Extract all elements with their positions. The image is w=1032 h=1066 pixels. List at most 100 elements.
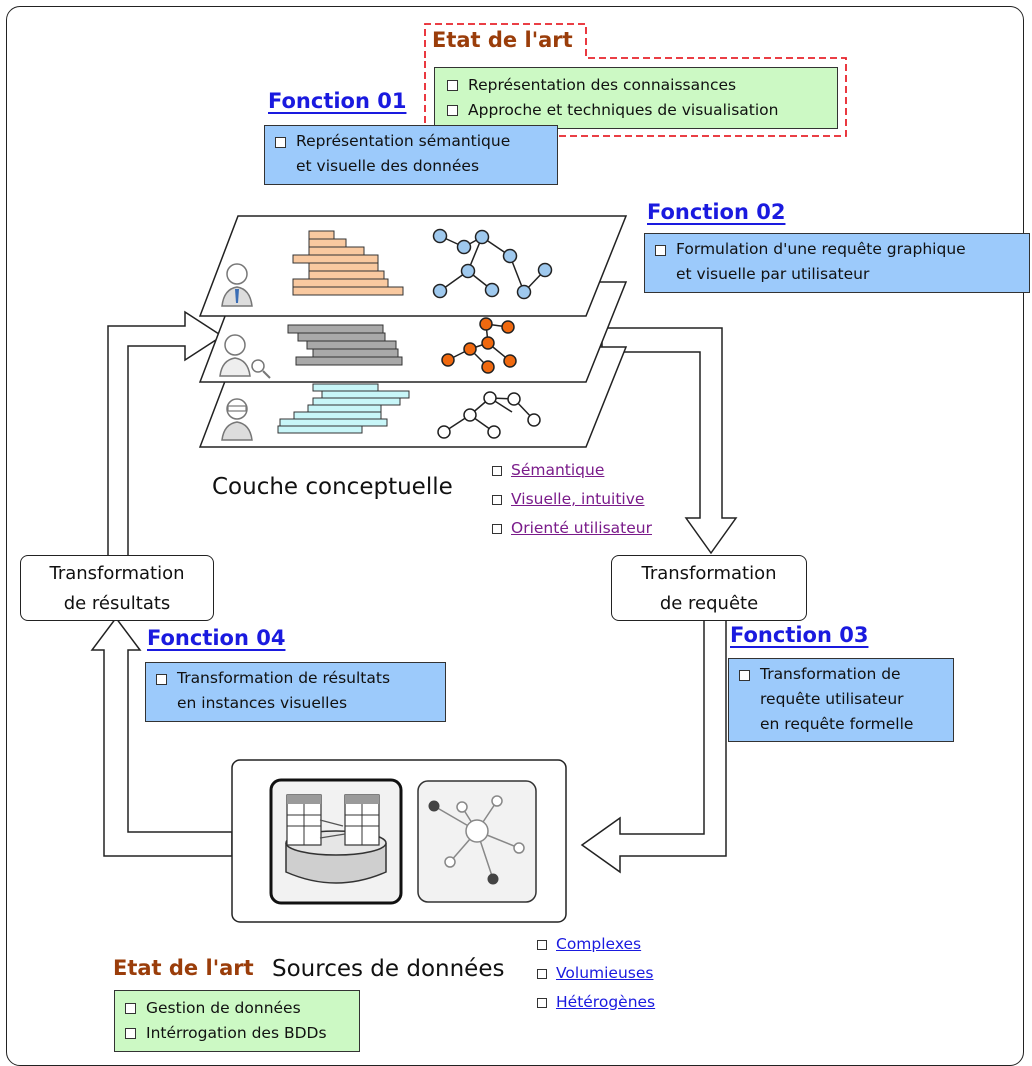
fonction-01-title: Fonction 01 — [268, 89, 407, 113]
transformation-resultats-line: de résultats — [63, 593, 171, 614]
analyst-icon — [219, 334, 271, 379]
transformation-resultats-line: Transformation — [49, 563, 185, 584]
bar-glyph — [292, 278, 389, 288]
etat-top-box: Représentation des connaissances Approch… — [434, 67, 838, 129]
couche-prop: Sémantique — [492, 456, 652, 485]
checkbox-icon — [537, 939, 547, 950]
layer-3-graph — [437, 391, 541, 439]
bar-glyph — [292, 254, 379, 264]
layer-1-graph — [432, 228, 553, 300]
arrow-to-query-transform — [601, 327, 738, 555]
bar-glyph — [308, 270, 385, 280]
layer-2-graph — [441, 317, 517, 374]
bar-glyph — [277, 425, 363, 434]
checkbox-icon — [739, 670, 750, 681]
layer-1 — [198, 215, 628, 317]
fonction-01-line: Représentation sémantique — [296, 132, 511, 150]
fonction-01-line: et visuelle des données — [296, 157, 480, 175]
checkbox-icon — [492, 494, 502, 505]
checkbox-icon — [447, 105, 458, 116]
checkbox-icon — [537, 997, 547, 1008]
database-icon — [269, 778, 403, 905]
fonction-02-item: Formulation d'une requête graphique et vi… — [655, 237, 1021, 287]
bar-glyph — [306, 340, 397, 350]
layer-2-bars — [287, 324, 403, 366]
etat-bottom-item: Gestion de données — [125, 996, 349, 1021]
etat-top-item-label: Représentation des connaissances — [468, 76, 737, 94]
fonction-04-title: Fonction 04 — [147, 626, 286, 650]
sources-prop-link[interactable]: Complexes — [556, 935, 642, 953]
checkbox-icon — [447, 80, 458, 91]
checkbox-icon — [537, 968, 547, 979]
transformation-requete-line: Transformation — [641, 563, 777, 584]
bar-glyph — [321, 390, 410, 399]
fonction-03-item: Transformation de requête utilisateur en r… — [739, 662, 945, 737]
fonction-01-item: Représentation sémantique et visuelle des… — [275, 129, 549, 179]
couche-props-list: Sémantique Visuelle, intuitive Orienté u… — [492, 456, 652, 543]
etat-bottom-title: Etat de l'art — [113, 956, 254, 980]
checkbox-icon — [125, 1003, 136, 1014]
bar-glyph — [312, 348, 399, 358]
etat-top-item: Approche et techniques de visualisation — [447, 98, 827, 123]
fonction-03-line: Transformation de — [760, 665, 901, 683]
checkbox-icon — [125, 1028, 136, 1039]
sources-prop: Volumieuses — [537, 959, 655, 988]
sources-prop: Complexes — [537, 930, 655, 959]
data-source-panel — [231, 759, 567, 923]
fonction-03-line: requête utilisateur — [760, 690, 904, 708]
bar-glyph — [312, 383, 379, 392]
fonction-04-box: Transformation de résultats en instances … — [145, 662, 446, 722]
fonction-01-box: Représentation sémantique et visuelle des… — [264, 125, 558, 185]
bar-glyph — [308, 238, 347, 248]
fonction-04-line: en instances visuelles — [177, 694, 348, 712]
fonction-04-line: Transformation de résultats — [177, 669, 391, 687]
transformation-requete-box: Transformation de requête — [611, 555, 807, 621]
fonction-02-line: et visuelle par utilisateur — [676, 265, 870, 283]
user-icon — [221, 263, 253, 307]
couche-prop: Orienté utilisateur — [492, 514, 652, 543]
graph-network-icon — [417, 780, 537, 903]
fonction-04-item: Transformation de résultats en instances … — [156, 666, 437, 716]
bar-glyph — [295, 356, 403, 366]
sources-prop-link[interactable]: Hétérogènes — [556, 993, 656, 1011]
couche-conceptuelle-label: Couche conceptuelle — [212, 474, 453, 500]
transformation-requete-line: de requête — [659, 593, 759, 614]
checkbox-icon — [492, 465, 502, 476]
etat-bottom-box: Gestion de données Intérrogation des BDD… — [114, 990, 360, 1052]
sources-props-list: Complexes Volumieuses Hétérogènes — [537, 930, 655, 1017]
bar-glyph — [312, 397, 401, 406]
arrow-to-layers — [107, 310, 224, 557]
bar-glyph — [279, 418, 388, 427]
checkbox-icon — [156, 674, 167, 685]
sources-prop-link[interactable]: Volumieuses — [556, 964, 654, 982]
fonction-03-line: en requête formelle — [760, 715, 914, 733]
developer-icon — [221, 398, 253, 441]
couche-prop-link[interactable]: Visuelle, intuitive — [511, 490, 645, 508]
couche-prop-link[interactable]: Orienté utilisateur — [511, 519, 652, 537]
etat-bottom-item-label: Gestion de données — [146, 999, 301, 1017]
couche-prop-link[interactable]: Sémantique — [511, 461, 605, 479]
checkbox-icon — [492, 523, 502, 534]
layer-1-bars — [292, 230, 404, 296]
couche-prop: Visuelle, intuitive — [492, 485, 652, 514]
bar-glyph — [308, 262, 379, 272]
sources-donnees-label: Sources de données — [272, 956, 505, 982]
etat-top-item: Représentation des connaissances — [447, 73, 827, 98]
sources-prop: Hétérogènes — [537, 988, 655, 1017]
layer-3-bars — [277, 383, 410, 434]
arrow-results-up — [90, 616, 233, 857]
fonction-03-box: Transformation de requête utilisateur en r… — [728, 658, 954, 742]
bar-glyph — [287, 324, 384, 334]
etat-bottom-item: Intérrogation des BDDs — [125, 1021, 349, 1046]
etat-top-title: Etat de l'art — [432, 28, 573, 52]
bar-glyph — [308, 246, 365, 256]
bar-glyph — [292, 286, 404, 296]
bar-glyph — [307, 404, 382, 413]
etat-top-item-label: Approche et techniques de visualisation — [468, 101, 779, 119]
fonction-03-title: Fonction 03 — [730, 623, 869, 647]
bar-glyph — [293, 411, 382, 420]
fonction-02-line: Formulation d'une requête graphique — [676, 240, 966, 258]
fonction-02-title: Fonction 02 — [647, 200, 786, 224]
fonction-02-box: Formulation d'une requête graphique et vi… — [644, 233, 1030, 293]
